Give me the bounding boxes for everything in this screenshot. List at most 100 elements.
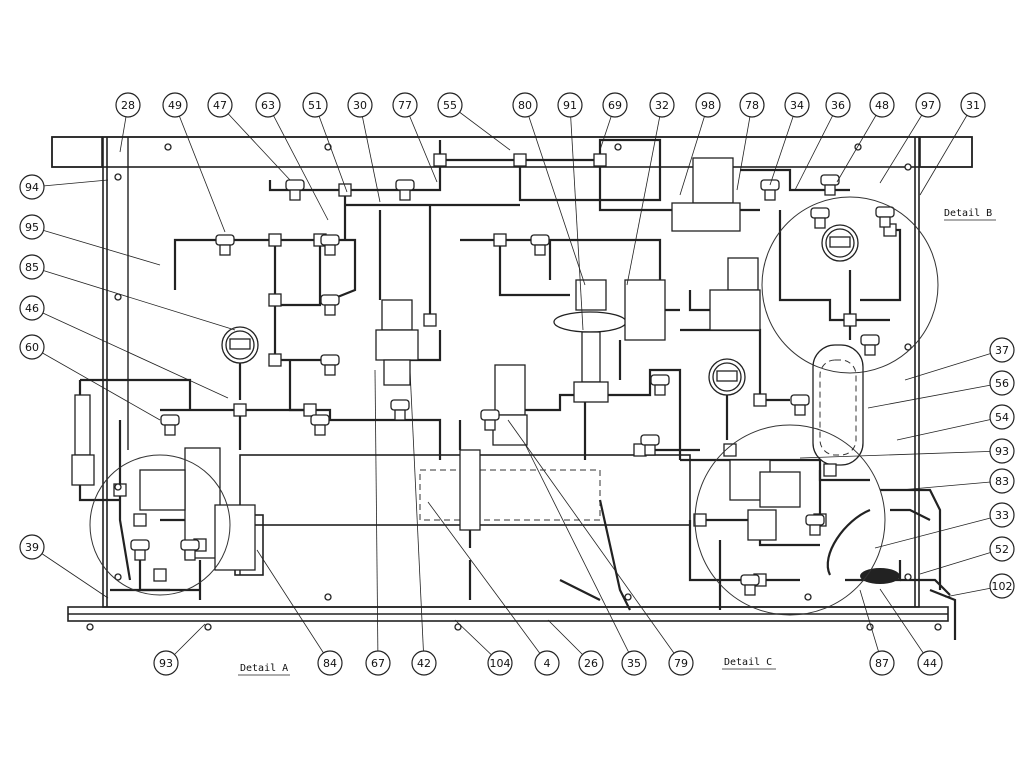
callout-number: 93	[159, 657, 173, 670]
callout-number: 49	[168, 99, 182, 112]
pipe-cross-fitting	[823, 463, 837, 477]
callout-number: 102	[992, 580, 1013, 593]
leader-line-top-30	[359, 104, 381, 203]
callout-number: 77	[398, 99, 412, 112]
callout-bottom-104: 104	[487, 650, 513, 676]
callout-bottom-4: 4	[534, 650, 560, 676]
callout-bottom-35: 35	[621, 650, 647, 676]
leader-line-right-83	[899, 480, 1003, 491]
leader-line-bottom-67	[374, 369, 379, 664]
callout-bottom-93: 93	[153, 650, 179, 676]
callout-top-97: 97	[915, 92, 941, 118]
leader-line-left-94	[31, 179, 109, 188]
callout-number: 39	[25, 541, 39, 554]
callout-circle	[19, 334, 45, 360]
callout-number: 48	[875, 99, 889, 112]
callout-circle	[153, 650, 179, 676]
ball-valve	[480, 409, 500, 421]
pipe-cross-fitting	[233, 403, 247, 417]
callout-number: 87	[875, 657, 889, 670]
mounting-bolt	[804, 593, 812, 601]
callout-number: 63	[261, 99, 275, 112]
valve-handle	[744, 584, 756, 596]
ball-valve	[820, 174, 840, 186]
callout-circle	[19, 174, 45, 200]
callout-left-95: 95	[19, 214, 45, 240]
fittings	[86, 143, 942, 631]
callout-number: 4	[544, 657, 551, 670]
callout-circle	[989, 370, 1015, 396]
pressure-gauge-left	[221, 326, 259, 400]
valve-handle	[324, 364, 336, 376]
pipe-cross-fitting	[338, 183, 352, 197]
callout-number: 52	[995, 543, 1009, 556]
callout-number: 30	[353, 99, 367, 112]
callout-number: 104	[490, 657, 511, 670]
mounting-bolt	[114, 483, 122, 491]
callout-circle	[19, 254, 45, 280]
callout-top-47: 47	[207, 92, 233, 118]
leader-line-top-36	[794, 104, 839, 191]
ball-valve	[640, 434, 660, 446]
pipe-cross-fitting	[693, 513, 707, 527]
callout-number: 94	[25, 181, 39, 194]
callout-number: 31	[966, 99, 980, 112]
callout-number: 84	[323, 657, 337, 670]
callout-right-56: 56	[989, 370, 1015, 396]
leader-line-top-51	[314, 104, 348, 193]
ball-valve	[860, 334, 880, 346]
pipe-cross-fitting	[303, 403, 317, 417]
pipe-cross-fitting	[423, 313, 437, 327]
callout-right-37: 37	[989, 337, 1015, 363]
valve-handle	[219, 244, 231, 256]
ball-valve	[875, 206, 895, 218]
leader-line-top-77	[404, 104, 438, 183]
callout-right-52: 52	[989, 536, 1015, 562]
callout-number: 44	[923, 657, 937, 670]
callout-bottom-79: 79	[668, 650, 694, 676]
leader-line-right-52	[919, 548, 1003, 575]
callout-circle	[512, 92, 538, 118]
detail-a-label: Detail A	[240, 663, 288, 674]
ball-valve	[160, 414, 180, 426]
callout-top-69: 69	[602, 92, 628, 118]
callout-number: 67	[371, 657, 385, 670]
callout-circle	[162, 92, 188, 118]
callout-bottom-84: 84	[317, 650, 343, 676]
leader-line-right-93	[799, 450, 1003, 459]
leader-line-left-60	[31, 346, 161, 421]
valve-handle	[654, 384, 666, 396]
valve-handle	[534, 244, 546, 256]
callout-top-28: 28	[115, 92, 141, 118]
leader-line-top-31	[919, 104, 974, 196]
callout-number: 28	[121, 99, 135, 112]
pressure-regulator	[375, 299, 419, 386]
callout-top-77: 77	[392, 92, 418, 118]
callout-circle	[784, 92, 810, 118]
callout-top-34: 34	[784, 92, 810, 118]
ball-valve	[310, 414, 330, 426]
flow-meter-top	[671, 157, 741, 232]
valve-handle	[879, 216, 891, 228]
pressure-gauge-center	[708, 358, 746, 440]
leader-line-bottom-4	[427, 501, 548, 664]
callout-circle	[317, 650, 343, 676]
callout-left-46: 46	[19, 295, 45, 321]
mounting-bolt	[624, 593, 632, 601]
callout-number: 33	[995, 509, 1009, 522]
callout-top-31: 31	[960, 92, 986, 118]
leader-line-left-95	[31, 226, 161, 266]
ball-valve	[790, 394, 810, 406]
callout-number: 80	[518, 99, 532, 112]
valve-handle	[794, 404, 806, 416]
callout-number: 60	[25, 341, 39, 354]
pipe-cross-fitting	[843, 313, 857, 327]
valve-handle	[134, 549, 146, 561]
callout-circle	[917, 650, 943, 676]
control-valve-actuator	[553, 279, 627, 403]
